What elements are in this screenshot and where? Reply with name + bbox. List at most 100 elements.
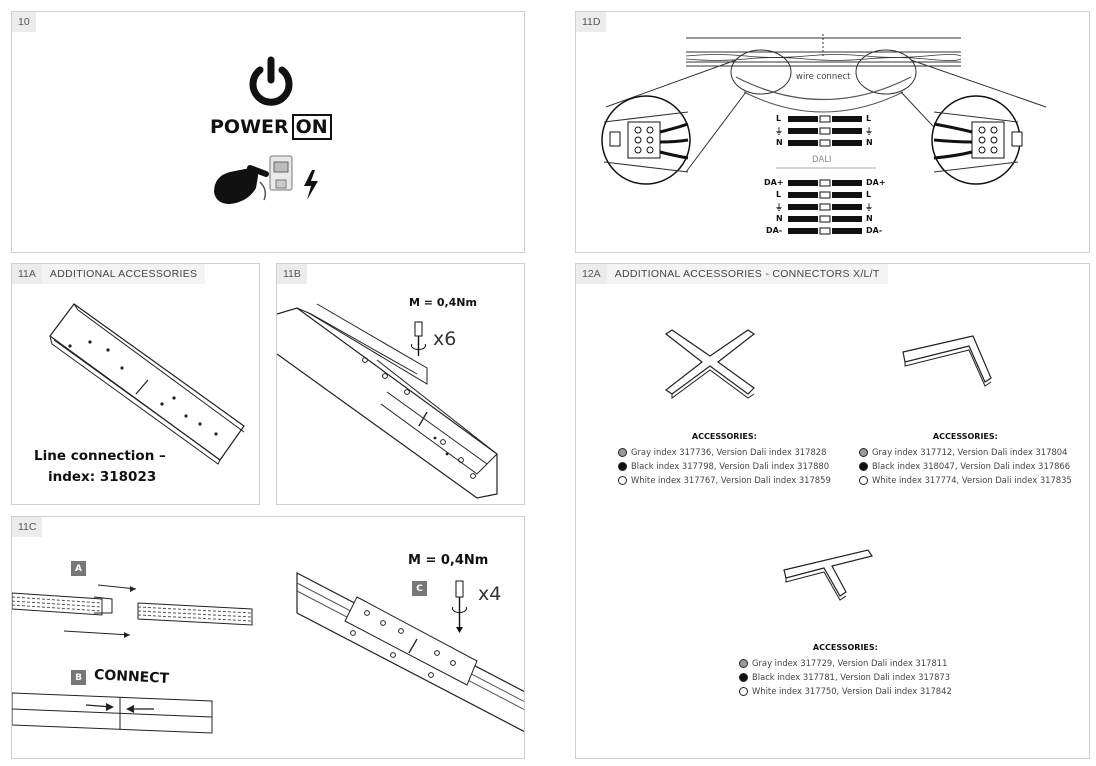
white-dot-icon <box>739 686 748 696</box>
panel-tag: 11A ADDITIONAL ACCESSORIES <box>12 264 206 284</box>
dali-label-left-4: DA- <box>766 226 783 235</box>
step-a-badge: A <box>71 561 86 576</box>
terminal-right <box>933 111 1023 173</box>
wire-label-n-r: N <box>866 138 873 147</box>
black-dot-icon <box>739 672 748 682</box>
panel-number: 11D <box>576 12 607 32</box>
dali-label-right-4: DA- <box>866 226 883 235</box>
step-c-badge: C <box>412 581 427 596</box>
accessory-item-black: Black index 317798, Version Dali index 3… <box>618 459 831 473</box>
dali-wires <box>788 179 862 235</box>
t-connector-drawing <box>783 549 873 601</box>
step-b-drawing <box>12 692 213 734</box>
accessory-text: White index 317750, Version Dali index 3… <box>752 686 952 696</box>
step-a-drawing <box>12 584 253 638</box>
panel-number: 11C <box>12 517 43 537</box>
accessories-heading: ACCESSORIES: <box>932 432 998 441</box>
power-icon <box>249 56 293 106</box>
accessories-t: ACCESSORIES: Gray index 317729, Version … <box>739 641 952 698</box>
panel-title: ADDITIONAL ACCESSORIES - CONNECTORS X/L/… <box>606 264 888 284</box>
accessory-item-white: White index 317767, Version Dali index 3… <box>618 473 831 487</box>
screw-count: x4 <box>478 583 502 605</box>
torque-label: M = 0,4Nm <box>409 296 477 309</box>
step-b-badge: B <box>71 670 86 685</box>
accessory-item-black: Black index 318047, Version Dali index 3… <box>859 459 1072 473</box>
lightning-icon <box>304 170 318 200</box>
dali-label-left-3: N <box>776 214 783 223</box>
wire-label-n: N <box>776 138 783 147</box>
accessory-text: Black index 318047, Version Dali index 3… <box>872 461 1071 471</box>
power-on-label: POWER ON <box>210 114 332 140</box>
panel-11a: 11A ADDITIONAL ACCESSORIES Line connecti… <box>11 263 260 505</box>
dali-label: DALI <box>812 155 832 165</box>
screw-count: x6 <box>433 328 457 350</box>
panel-number: 12A <box>576 264 607 284</box>
black-dot-icon <box>618 461 627 471</box>
panel-tag: 12A ADDITIONAL ACCESSORIES - CONNECTORS … <box>576 264 888 284</box>
screwdriver-icon <box>411 321 426 356</box>
dali-label-left-0: DA+ <box>764 178 784 187</box>
dali-label-right-2: ⏚ <box>865 203 873 212</box>
accessory-item-gray: Gray index 317736, Version Dali index 31… <box>618 445 831 459</box>
accessory-item-gray: Gray index 317729, Version Dali index 31… <box>739 656 952 670</box>
screwdriver-icon <box>452 580 467 633</box>
gray-dot-icon <box>618 447 627 457</box>
line-connector-drawing <box>49 303 245 465</box>
l-connector-drawing <box>902 335 992 387</box>
white-dot-icon <box>859 475 868 485</box>
wiring-diagram <box>601 34 1047 235</box>
torque-label: M = 0,4Nm <box>408 553 489 568</box>
wire-connect-label: wire connect <box>796 72 851 82</box>
accessory-text: White index 317767, Version Dali index 3… <box>631 475 831 485</box>
accessories-heading: ACCESSORIES: <box>812 643 878 652</box>
terminal-left <box>603 111 689 173</box>
hand-switch-icon <box>214 155 293 204</box>
accessory-text: Gray index 317736, Version Dali index 31… <box>631 447 827 457</box>
accessory-text: White index 317774, Version Dali index 3… <box>872 475 1072 485</box>
accessory-text: Black index 317798, Version Dali index 3… <box>631 461 830 471</box>
accessories-heading: ACCESSORIES: <box>691 432 757 441</box>
panel-tag: 10 <box>12 12 36 32</box>
step-c-drawing <box>296 572 524 733</box>
accessories-l: ACCESSORIES: Gray index 317712, Version … <box>859 430 1072 487</box>
gray-dot-icon <box>739 658 748 668</box>
wire-label-l: L <box>776 114 782 123</box>
white-dot-icon <box>618 475 627 485</box>
gray-dot-icon <box>859 447 868 457</box>
accessory-item-white: White index 317774, Version Dali index 3… <box>859 473 1072 487</box>
on-word: ON <box>291 114 332 140</box>
wire-label-earth-r: ⏚ <box>865 127 873 136</box>
accessory-text: Black index 317781, Version Dali index 3… <box>752 672 951 682</box>
x-connector-drawing <box>664 329 756 399</box>
panel-10: 10 POWER ON <box>11 11 525 253</box>
power-word: POWER <box>210 116 289 138</box>
accessory-text: Gray index 317712, Version Dali index 31… <box>872 447 1068 457</box>
panel-11d: 11D <box>575 11 1090 253</box>
dali-label-left-2: ⏚ <box>775 203 783 212</box>
accessory-item-gray: Gray index 317712, Version Dali index 31… <box>859 445 1072 459</box>
profile-drawing <box>277 303 498 499</box>
wire-label-l-r: L <box>866 114 872 123</box>
accessory-item-white: White index 317750, Version Dali index 3… <box>739 684 952 698</box>
std-wires <box>788 115 862 147</box>
accessories-x: ACCESSORIES: Gray index 317736, Version … <box>618 430 831 487</box>
black-dot-icon <box>859 461 868 471</box>
panel-number: 11A <box>12 264 42 284</box>
connect-label: CONNECT <box>93 667 170 687</box>
panel-number: 10 <box>12 12 36 32</box>
panel-tag: 11D <box>576 12 607 32</box>
accessory-text: Gray index 317729, Version Dali index 31… <box>752 658 948 668</box>
dali-label-left-1: L <box>776 190 782 199</box>
dali-label-right-1: L <box>866 190 872 199</box>
panel-tag: 11C <box>12 517 43 537</box>
panel-11c: 11C A B CONNECT M = 0,4Nm C x4 <box>11 516 525 759</box>
panel-12a: 12A ADDITIONAL ACCESSORIES - CONNECTORS … <box>575 263 1090 759</box>
panel-title: ADDITIONAL ACCESSORIES <box>41 264 206 284</box>
panel-number: 11B <box>277 264 307 284</box>
caption-line-1: Line connection – <box>34 448 166 464</box>
dali-label-right-0: DA+ <box>866 178 886 187</box>
wire-label-earth: ⏚ <box>775 127 783 136</box>
accessory-item-black: Black index 317781, Version Dali index 3… <box>739 670 952 684</box>
panel-tag: 11B <box>277 264 307 284</box>
dali-label-right-3: N <box>866 214 873 223</box>
